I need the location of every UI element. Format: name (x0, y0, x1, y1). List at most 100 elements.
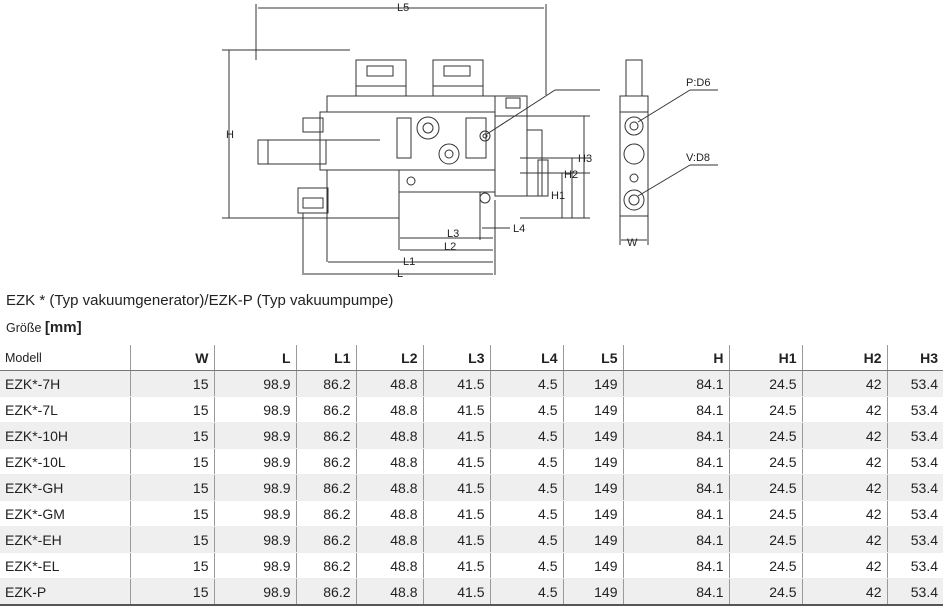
value-cell: 15 (129, 578, 214, 606)
value-cell: 86.2 (295, 422, 356, 449)
value-cell: 41.5 (422, 396, 490, 423)
value-cell: 4.5 (489, 448, 563, 475)
value-cell: 86.2 (295, 448, 356, 475)
value-cell: 149 (562, 370, 623, 397)
value-cell: 149 (562, 474, 623, 501)
value-cell: 4.5 (489, 422, 563, 449)
value-cell: 149 (562, 422, 623, 449)
value-cell: 86.2 (295, 552, 356, 579)
value-cell: 98.9 (213, 370, 296, 397)
value-cell: 84.1 (622, 422, 729, 449)
value-cell: 86.2 (295, 526, 356, 553)
column-header: H1 (728, 345, 802, 371)
value-cell: 15 (129, 396, 214, 423)
value-cell: 48.8 (355, 500, 423, 527)
value-cell: 149 (562, 448, 623, 475)
value-cell: 98.9 (213, 526, 296, 553)
dim-label-l4: L4 (513, 223, 525, 235)
value-cell: 149 (562, 396, 623, 423)
model-cell: EZK*-EH (0, 526, 130, 553)
value-cell: 42 (801, 370, 887, 397)
value-cell: 4.5 (489, 370, 563, 397)
value-cell: 42 (801, 552, 887, 579)
column-header: L5 (562, 345, 623, 371)
value-cell: 84.1 (622, 474, 729, 501)
value-cell: 48.8 (355, 370, 423, 397)
value-cell: 4.5 (489, 474, 563, 501)
value-cell: 53.4 (886, 422, 943, 449)
value-cell: 4.5 (489, 500, 563, 527)
value-cell: 41.5 (422, 422, 490, 449)
value-cell: 53.4 (886, 552, 943, 579)
model-cell: EZK*-7H (0, 370, 130, 397)
value-cell: 41.5 (422, 500, 490, 527)
value-cell: 41.5 (422, 552, 490, 579)
value-cell: 98.9 (213, 396, 296, 423)
model-cell: EZK*-EL (0, 552, 130, 579)
dim-label-l2: L2 (444, 241, 456, 253)
value-cell: 4.5 (489, 578, 563, 606)
value-cell: 53.4 (886, 370, 943, 397)
value-cell: 15 (129, 552, 214, 579)
value-cell: 98.9 (213, 448, 296, 475)
value-cell: 48.8 (355, 526, 423, 553)
value-cell: 53.4 (886, 526, 943, 553)
column-header: H3 (886, 345, 943, 371)
value-cell: 86.2 (295, 500, 356, 527)
value-cell: 42 (801, 578, 887, 606)
column-header: W (129, 345, 214, 371)
value-cell: 53.4 (886, 448, 943, 475)
size-unit-line: Größe [mm] (6, 319, 82, 336)
value-cell: 48.8 (355, 448, 423, 475)
value-cell: 86.2 (295, 396, 356, 423)
value-cell: 53.4 (886, 474, 943, 501)
value-cell: 24.5 (728, 578, 802, 606)
port-label-p: P:D6 (686, 77, 710, 89)
value-cell: 24.5 (728, 500, 802, 527)
model-cell: EZK*-GH (0, 474, 130, 501)
value-cell: 53.4 (886, 578, 943, 606)
value-cell: 149 (562, 526, 623, 553)
value-cell: 42 (801, 526, 887, 553)
dim-label-l1: L1 (403, 256, 415, 268)
value-cell: 4.5 (489, 552, 563, 579)
value-cell: 41.5 (422, 578, 490, 606)
model-cell: EZK*-GM (0, 500, 130, 527)
value-cell: 84.1 (622, 552, 729, 579)
size-label: Größe (6, 321, 42, 335)
value-cell: 86.2 (295, 370, 356, 397)
value-cell: 24.5 (728, 552, 802, 579)
value-cell: 42 (801, 396, 887, 423)
value-cell: 86.2 (295, 578, 356, 606)
section-title: EZK * (Typ vakuumgenerator)/EZK-P (Typ v… (6, 292, 394, 309)
value-cell: 48.8 (355, 552, 423, 579)
column-header: L3 (422, 345, 490, 371)
dim-label-h: H (226, 129, 234, 141)
value-cell: 24.5 (728, 474, 802, 501)
value-cell: 84.1 (622, 526, 729, 553)
column-header: L2 (355, 345, 423, 371)
value-cell: 86.2 (295, 474, 356, 501)
value-cell: 15 (129, 422, 214, 449)
model-cell: EZK*-10L (0, 448, 130, 475)
value-cell: 48.8 (355, 396, 423, 423)
value-cell: 24.5 (728, 526, 802, 553)
value-cell: 42 (801, 448, 887, 475)
dim-label-h1: H1 (551, 190, 565, 202)
value-cell: 4.5 (489, 396, 563, 423)
column-header: Modell (0, 345, 130, 371)
dim-label-w: W (627, 237, 638, 249)
value-cell: 84.1 (622, 578, 729, 606)
value-cell: 98.9 (213, 500, 296, 527)
value-cell: 84.1 (622, 370, 729, 397)
value-cell: 4.5 (489, 526, 563, 553)
value-cell: 149 (562, 500, 623, 527)
value-cell: 53.4 (886, 500, 943, 527)
